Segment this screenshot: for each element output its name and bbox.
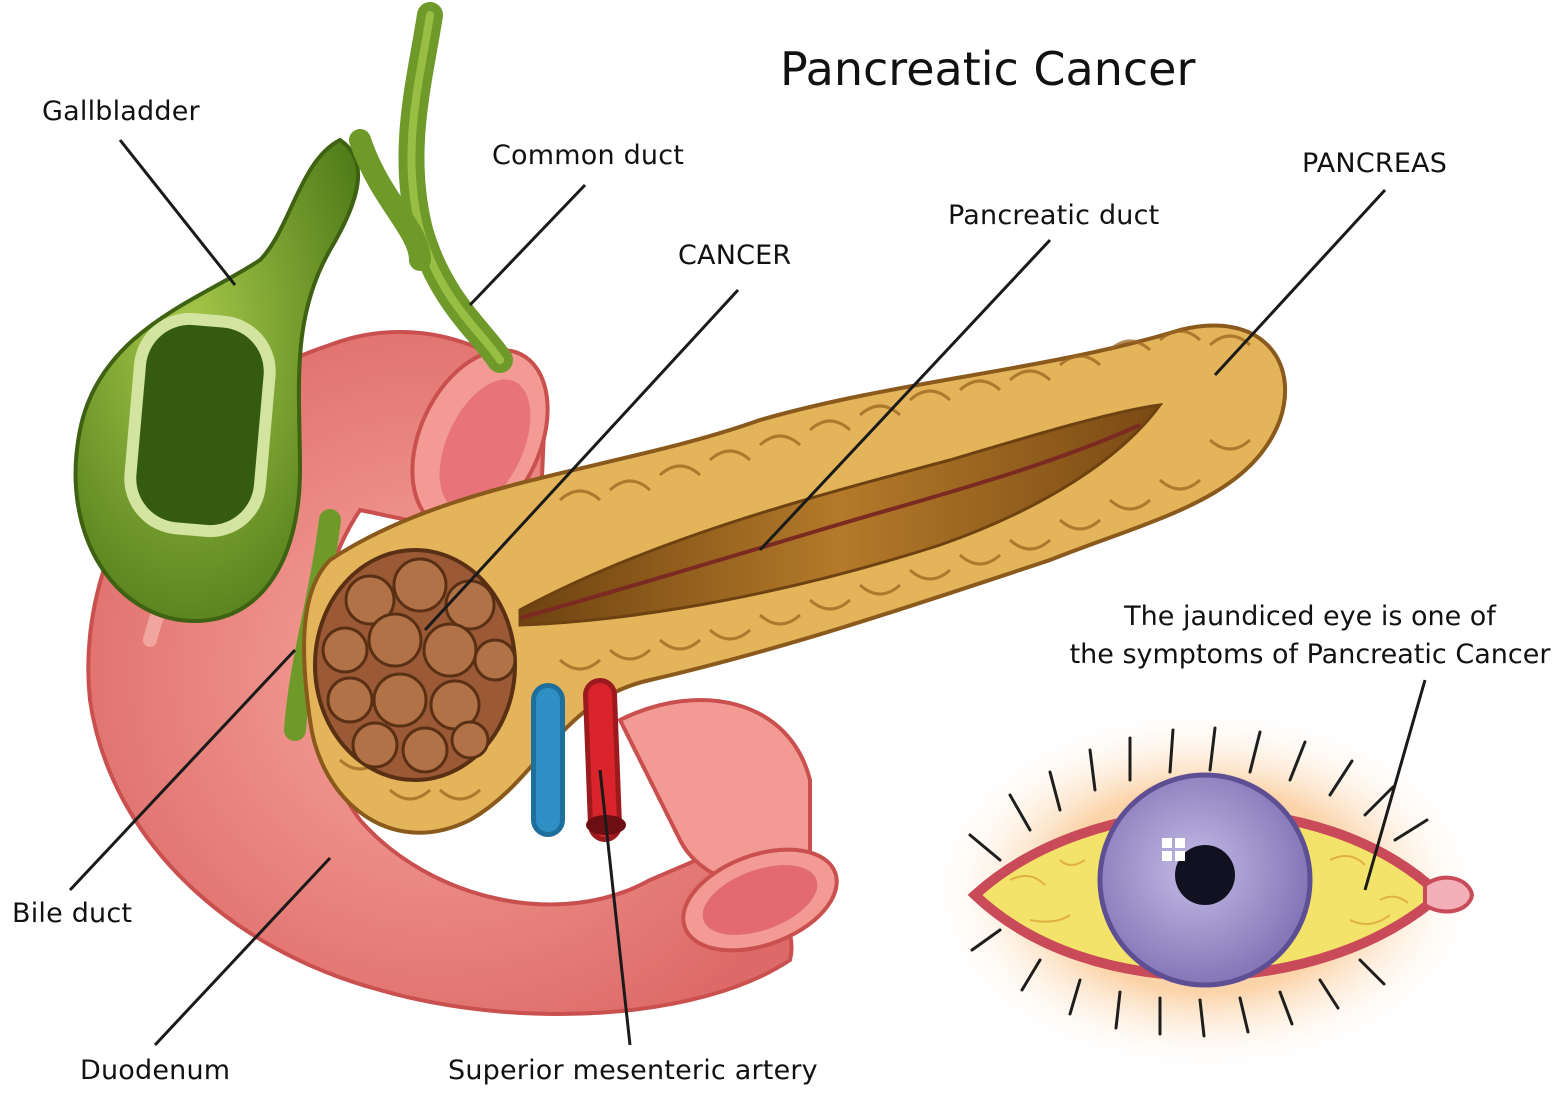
label-superior-mesenteric-artery: Superior mesenteric artery — [448, 1055, 818, 1086]
jaundice-note-line-2: the symptoms of Pancreatic Cancer — [1065, 636, 1555, 674]
label-duodenum: Duodenum — [80, 1055, 230, 1086]
jaundice-note-line-1: The jaundiced eye is one of — [1065, 598, 1555, 636]
tumor-mass — [315, 550, 515, 780]
label-gallbladder: Gallbladder — [42, 96, 200, 127]
label-cancer: CANCER — [678, 240, 791, 271]
page-title: Pancreatic Cancer — [780, 42, 1195, 96]
jaundice-note: The jaundiced eye is one of the symptoms… — [1065, 598, 1555, 674]
vessels — [548, 695, 626, 835]
leader-common-duct — [470, 185, 585, 305]
leader-gallbladder — [120, 140, 235, 285]
label-pancreas: PANCREAS — [1302, 148, 1447, 179]
label-common-duct: Common duct — [492, 140, 684, 171]
label-pancreatic-duct: Pancreatic duct — [948, 200, 1159, 231]
label-bile-duct: Bile duct — [12, 898, 132, 929]
leader-pancreas — [1215, 190, 1385, 375]
